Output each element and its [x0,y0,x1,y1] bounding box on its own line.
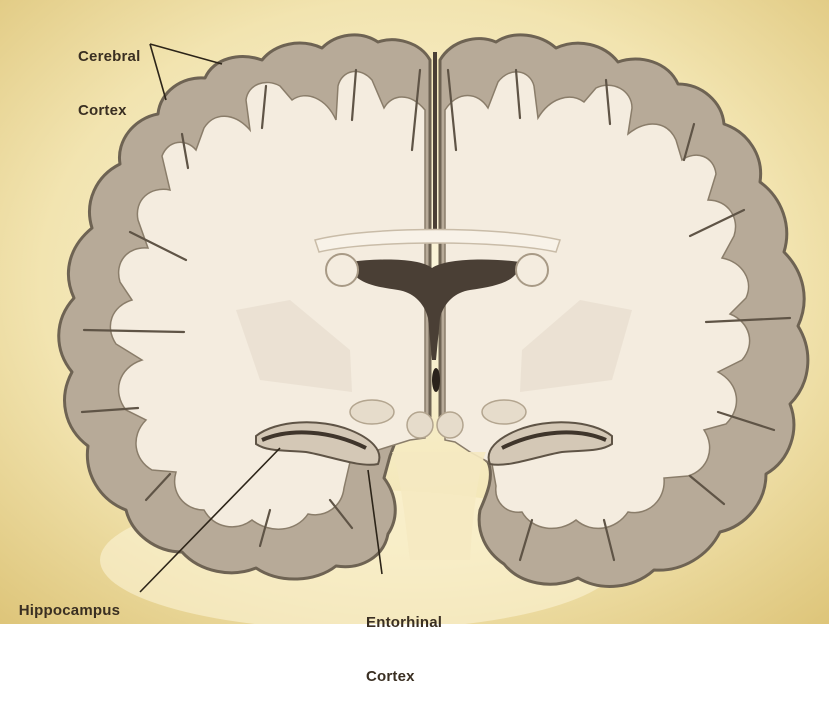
hippocampus-label-text: Hippocampus [19,602,120,619]
cerebral-cortex-label-line1: Cerebral [78,48,140,66]
entorhinal-label-line2: Cortex [366,668,442,686]
hippocampus-label: Hippocampus [10,584,120,620]
entorhinal-cortex-label: Entorhinal Cortex [366,578,442,704]
third-ventricle [432,368,440,392]
cerebral-cortex-label: Cerebral Cortex [78,12,140,138]
cerebral-cortex-label-line2: Cortex [78,102,140,120]
left-caudate [326,254,358,286]
entorhinal-label-line1: Entorhinal [366,614,442,632]
right-caudate [516,254,548,286]
